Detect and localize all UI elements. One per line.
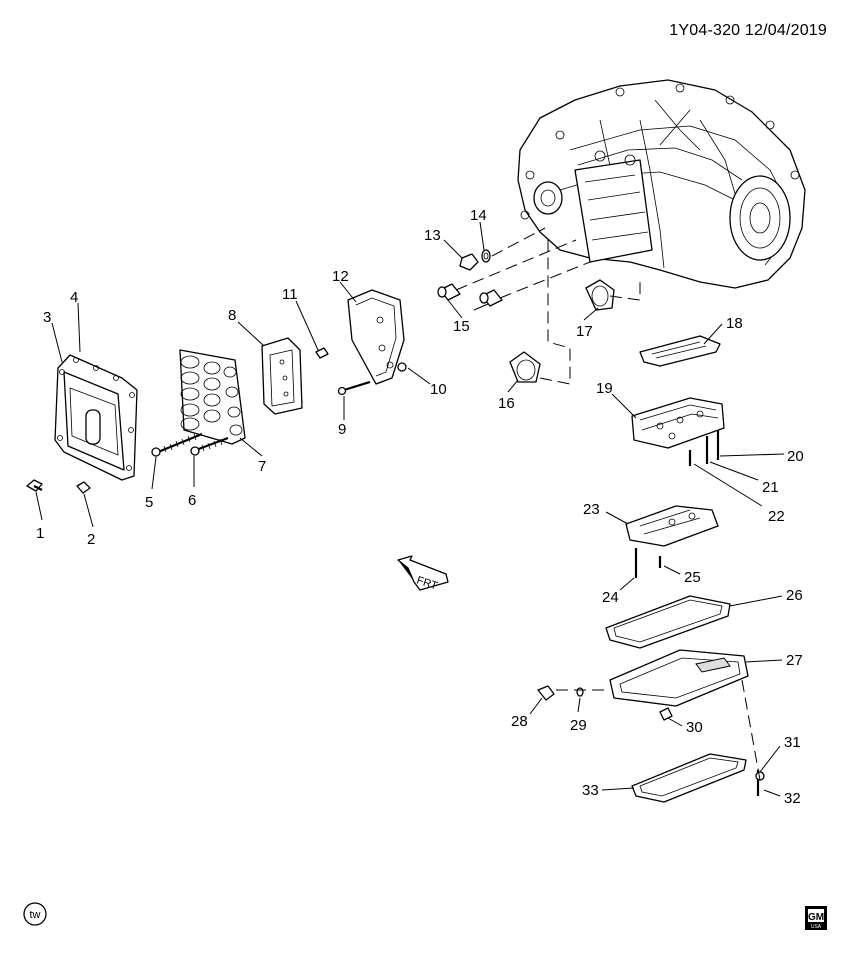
tw-label: tw [30,909,41,921]
callout-24: 24 [602,589,619,606]
bolt-30 [659,707,673,721]
callout-26: 26 [786,587,803,604]
seal-14 [481,249,491,263]
callout-9: 9 [338,421,346,438]
gm-logo-subtext: USA [811,924,822,930]
pan-gasket-33 [631,753,747,803]
bolts-20-21-22 [688,430,720,466]
callout-23: 23 [583,501,600,518]
bolt-5 [151,432,203,457]
sensor-17 [585,279,615,311]
seal-29 [576,687,584,697]
callout-numbers: 1 2 3 4 5 6 7 8 9 10 11 12 13 14 15 16 1… [36,207,804,807]
gm-logo-icon: GM USA [805,906,827,930]
callout-7: 7 [258,458,266,475]
callout-21: 21 [762,479,779,496]
callout-6: 6 [188,492,196,509]
callout-8: 8 [228,307,236,324]
valve-body-23 [625,505,719,547]
callout-10: 10 [430,381,447,398]
gm-logo-text: GM [808,912,824,923]
callout-31: 31 [784,734,801,751]
callout-16: 16 [498,395,515,412]
transmission-case [517,79,806,289]
callout-27: 27 [786,652,803,669]
callout-13: 13 [424,227,441,244]
drain-plug-28 [537,685,555,701]
plug-13 [459,253,479,271]
callout-12: 12 [332,268,349,285]
callout-4: 4 [70,289,78,306]
spacer-plate-18 [639,335,721,367]
bolt-6 [190,436,229,456]
bolt-1 [26,479,43,492]
bolts-24-25 [634,548,662,578]
callout-5: 5 [145,494,153,511]
fitting-31-32 [755,770,765,796]
bolt-10 [397,362,407,372]
diagram-id-date: 1Y04-320 12/04/2019 [669,22,827,39]
bolt-2 [76,481,91,494]
callout-3: 3 [43,309,51,326]
callout-11: 11 [282,286,298,303]
callout-2: 2 [87,531,95,548]
assembly-dashed-lines [455,227,761,781]
callout-29: 29 [570,717,587,734]
callout-32: 32 [784,790,801,807]
tw-circle-icon: tw [23,902,47,926]
callout-19: 19 [596,380,613,397]
callout-20: 20 [787,448,804,465]
side-cover [54,354,138,481]
solenoid-body [179,349,246,445]
control-valve-body [631,397,725,449]
valve-bracket [347,289,405,385]
pan-gasket-26 [605,595,731,649]
bolt-9 [337,380,371,396]
leader-lines [35,221,785,797]
callout-22: 22 [768,508,785,525]
callout-1: 1 [36,525,44,542]
bolt-11 [315,347,329,359]
front-direction-arrow-icon: FRT [397,555,449,592]
callout-33: 33 [582,782,599,799]
connector-15b [479,289,503,307]
callout-30: 30 [686,719,703,736]
spacer-gasket [261,337,303,415]
callout-25: 25 [684,569,701,586]
oil-pan-27 [609,649,749,707]
callout-18: 18 [726,315,743,332]
callout-15: 15 [453,318,470,335]
sensor-16 [509,351,541,383]
callout-14: 14 [470,207,487,224]
callout-17: 17 [576,323,593,340]
callout-28: 28 [511,713,528,730]
connector-15a [437,283,461,301]
